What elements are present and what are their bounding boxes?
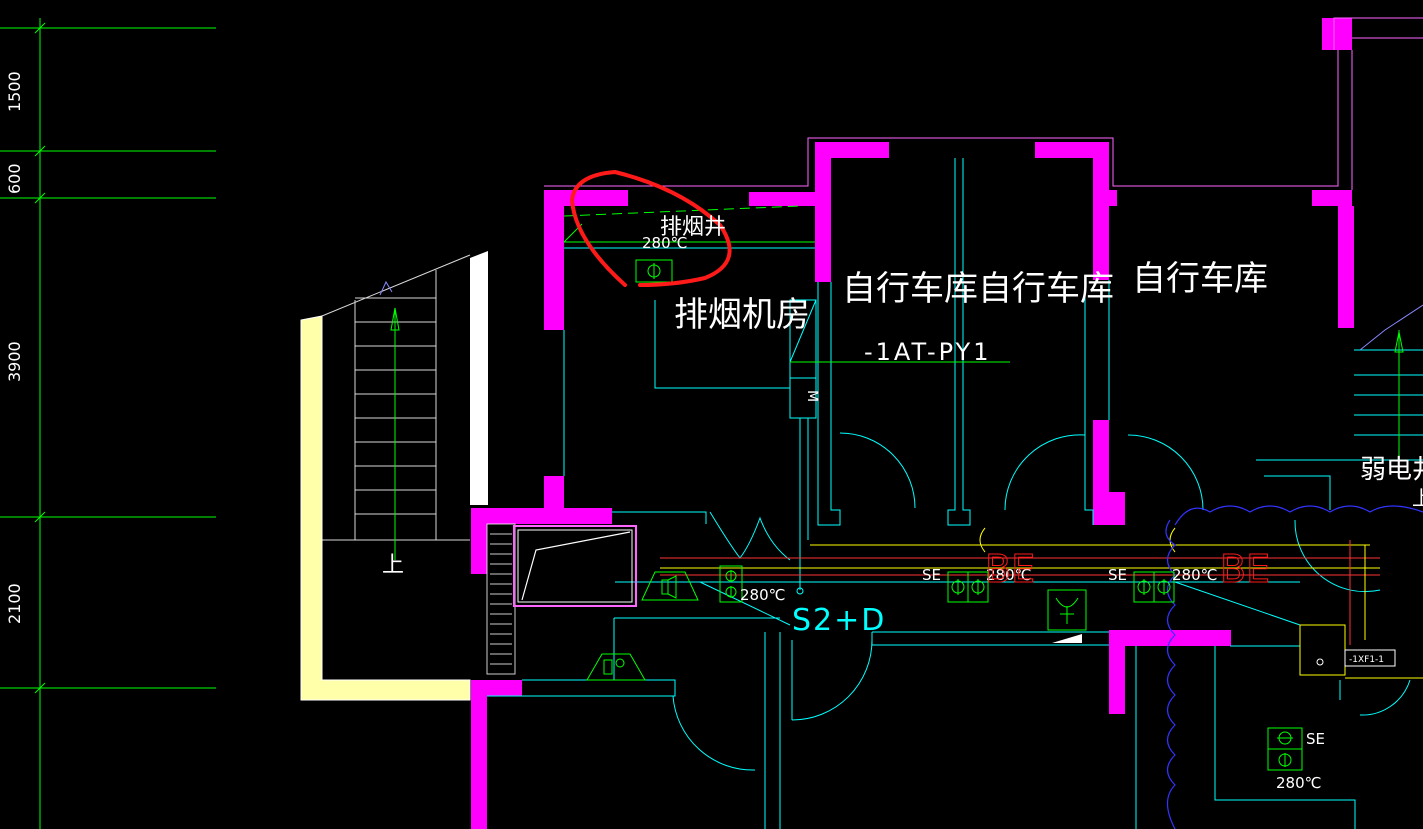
fire-damper-icon[interactable] (635, 259, 673, 283)
fan-icon[interactable] (641, 571, 699, 601)
fire-damper-icon[interactable] (947, 571, 989, 603)
room-label-smoke-fan-room: 排烟机房 (674, 295, 810, 335)
stair-up-label: 上 (382, 553, 404, 578)
temperature-label-4: 280℃ (1276, 774, 1321, 792)
room-label-weak-current-shaft: 弱电井 (1360, 455, 1423, 485)
riser-point-icon (796, 587, 804, 595)
dimension-label-1500: 1500 (5, 71, 24, 112)
se-label-1: SE (922, 566, 941, 584)
exhaust-outlet-icon[interactable] (1047, 589, 1087, 631)
room-label-smoke-shaft: 排烟井 (660, 215, 726, 240)
temperature-label-3: 280℃ (1172, 566, 1217, 584)
red-markup-circle-icon[interactable] (569, 169, 732, 287)
room-label-bike-garage-3: 自行车库 (1132, 259, 1268, 299)
system-tag-label: S2+D (792, 603, 886, 638)
room-label-bike-garage-2: 自行车库 (978, 269, 1114, 309)
fire-damper-icon[interactable] (1133, 571, 1175, 603)
equipment-tag-label: -1AT-PY1 (864, 338, 991, 366)
slope-mark-icon (1052, 634, 1082, 643)
room-label-bike-garage-1: 自行车库 (842, 269, 978, 309)
se-label-2: SE (1108, 566, 1127, 584)
right-stair (1359, 304, 1423, 460)
fire-damper-icon[interactable] (719, 565, 743, 603)
fire-damper-icon[interactable] (1267, 727, 1303, 771)
dimension-label-2100: 2100 (5, 583, 24, 624)
temperature-label-1: 280℃ (740, 586, 785, 604)
dimension-label-3900: 3900 (5, 341, 24, 382)
temperature-label-2: 280℃ (986, 566, 1031, 584)
left-stair (300, 251, 488, 701)
tag-right-label: -1XF1-1 (1349, 655, 1384, 665)
stair-up-right-label: 上 (1412, 486, 1423, 510)
wall-outline (544, 17, 1423, 190)
dimension-label-600: 600 (5, 163, 24, 194)
temperature-label-shaft: 280℃ (642, 234, 687, 252)
dimension-chain (0, 18, 216, 829)
interior-lines (487, 158, 1423, 829)
motor-label: M (804, 390, 820, 402)
ducts (513, 205, 1423, 829)
walls (471, 18, 1354, 829)
be-label-2: BE (1220, 547, 1270, 591)
stair-hatch (486, 523, 516, 675)
se-label-3: SE (1306, 730, 1325, 748)
fan-icon[interactable] (586, 653, 646, 681)
riser-point-icon (1316, 658, 1324, 666)
be-label-1: BE (985, 547, 1035, 591)
